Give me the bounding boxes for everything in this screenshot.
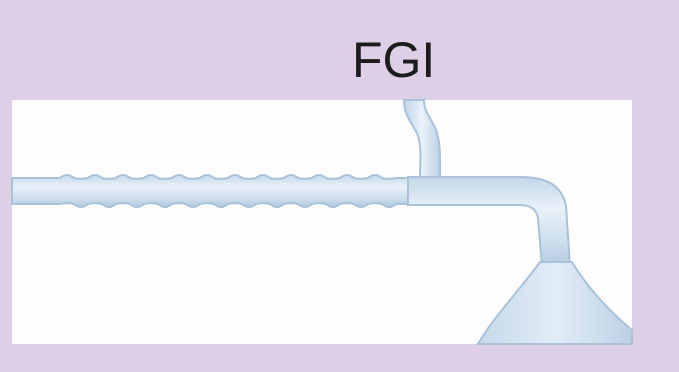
elbow-connector	[408, 177, 570, 266]
fresh-gas-inlet-tube	[404, 100, 440, 180]
fgi-label: FGI	[352, 32, 435, 88]
face-mask	[478, 262, 632, 344]
corrugated-tube	[12, 175, 412, 207]
